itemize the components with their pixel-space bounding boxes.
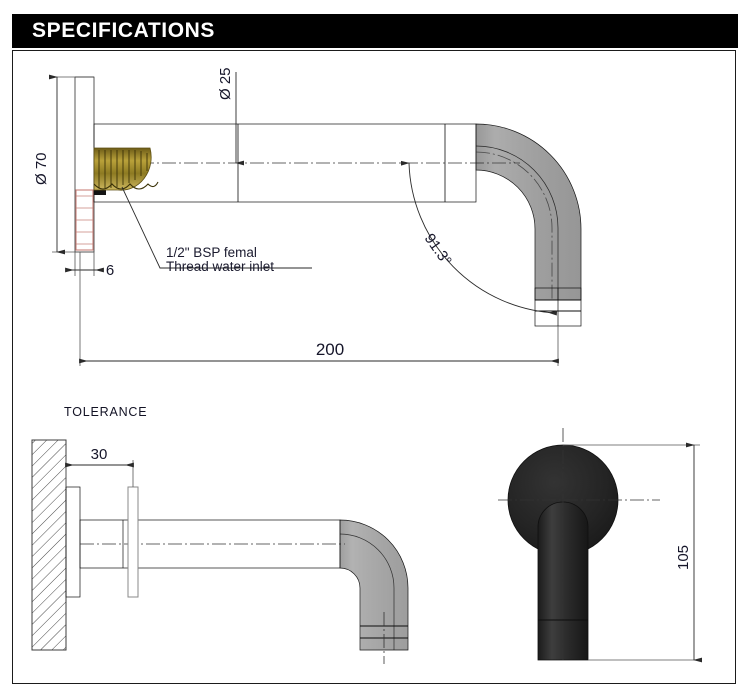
drawing-frame [12,50,736,684]
header-bar: SPECIFICATIONS [12,14,738,48]
page-title: SPECIFICATIONS [32,19,216,42]
